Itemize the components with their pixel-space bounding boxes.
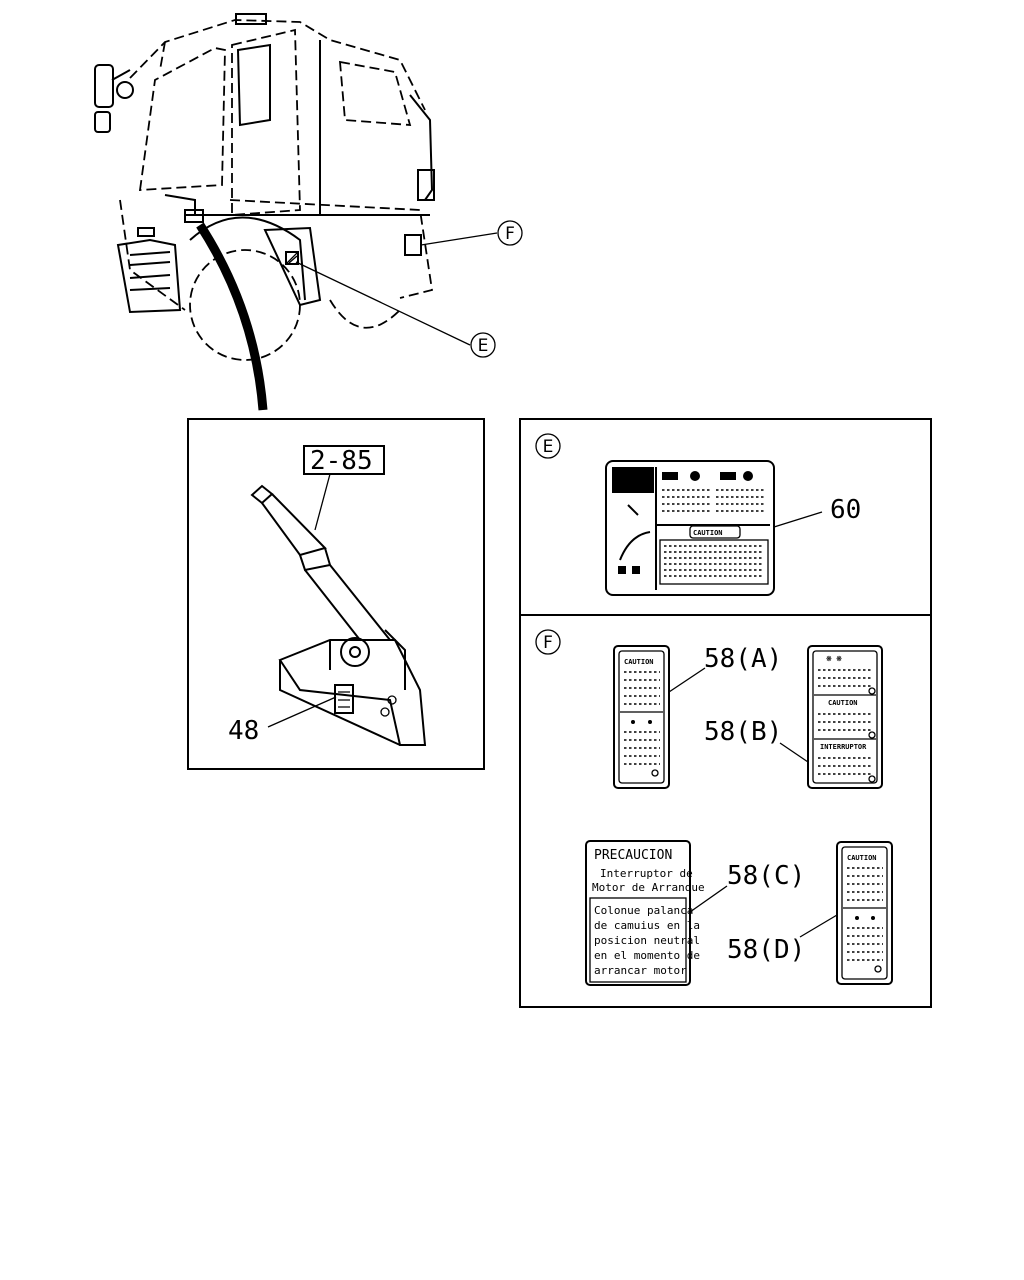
part-58c: 58(C) — [727, 861, 805, 891]
label-f-location — [404, 234, 422, 256]
part-58d: 58(D) — [727, 935, 805, 965]
parking-brake-lever: 2-85 48 — [228, 445, 427, 746]
part-60: 60 — [830, 495, 861, 525]
svg-text:arrancar motor: arrancar motor — [594, 964, 687, 977]
part-48: 48 — [228, 716, 259, 746]
part-58a: 58(A) — [704, 644, 782, 674]
panel-f — [519, 614, 932, 1008]
callout-f: F — [497, 220, 523, 246]
svg-text:E: E — [478, 336, 489, 356]
label-60: CAUTION — [605, 460, 775, 596]
svg-text:en el momento de: en el momento de — [594, 949, 700, 962]
callout-e: E — [470, 332, 496, 358]
svg-text:PRECAUCION: PRECAUCION — [594, 848, 672, 863]
svg-text:de camuius en la: de camuius en la — [594, 919, 700, 932]
label-60-caution: CAUTION — [693, 529, 723, 537]
part-58b: 58(B) — [704, 717, 782, 747]
svg-text:INTERRUPTOR: INTERRUPTOR — [820, 743, 867, 751]
svg-text:Interruptor de: Interruptor de — [600, 867, 693, 880]
label-58d: CAUTION — [836, 841, 893, 985]
ref-2-85: 2-85 — [310, 446, 373, 476]
svg-text:F: F — [505, 224, 515, 244]
panel-e — [519, 418, 932, 616]
lever-lead-line — [196, 222, 268, 411]
panel-e-marker: E — [543, 437, 554, 457]
svg-text:CAUTION: CAUTION — [624, 658, 654, 666]
lever-panel — [187, 418, 485, 770]
label-58a: CAUTION — [613, 645, 670, 789]
panel-f-marker: F — [543, 633, 553, 653]
svg-text:CAUTION: CAUTION — [847, 854, 877, 862]
label-e-location — [285, 251, 299, 265]
label-48-shape — [334, 684, 354, 714]
label-58c-precaucion: PRECAUCION Interruptor de Motor de Arran… — [585, 840, 705, 986]
truck-cab-illustration — [94, 13, 435, 361]
svg-text:posicion neutral: posicion neutral — [594, 934, 700, 947]
ref-box — [303, 445, 385, 475]
svg-text:Motor de Arranque: Motor de Arranque — [592, 881, 705, 894]
label-58b: ※ ※ CAUTION INTERRUPTOR — [807, 645, 883, 789]
svg-text:※ ※: ※ ※ — [826, 655, 842, 663]
svg-text:Colonue palanca: Colonue palanca — [594, 904, 693, 917]
svg-text:CAUTION: CAUTION — [828, 699, 858, 707]
